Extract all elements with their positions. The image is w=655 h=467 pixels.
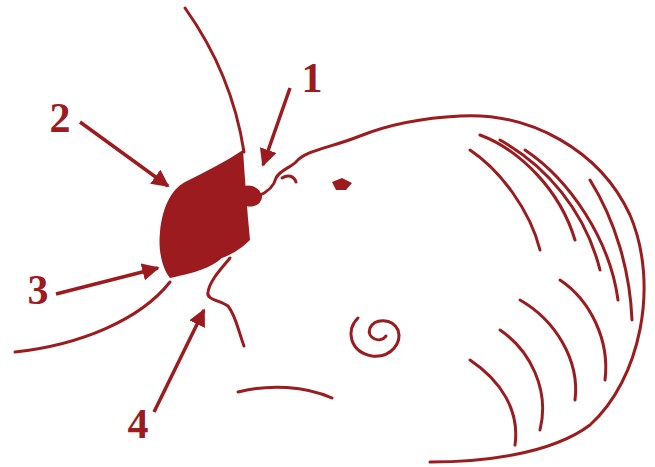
- callout-number: 2: [50, 97, 71, 139]
- baby-chin: [208, 258, 244, 346]
- callout-number: 3: [28, 269, 49, 311]
- baby-ear: [351, 318, 399, 356]
- leader-arrow: [263, 88, 290, 165]
- nipple: [244, 185, 262, 206]
- baby-hand: [238, 387, 332, 398]
- baby-eye: [332, 178, 352, 190]
- leader-arrow: [56, 268, 158, 294]
- areola: [159, 150, 250, 278]
- baby-nostril: [282, 176, 296, 182]
- hair: [470, 135, 632, 445]
- leader-arrow: [80, 122, 168, 186]
- baby-face: [258, 116, 644, 462]
- callout-number: 1: [302, 57, 323, 99]
- callout-number: 4: [128, 403, 149, 445]
- leader-arrow: [154, 310, 204, 412]
- breast-outline: [185, 8, 244, 152]
